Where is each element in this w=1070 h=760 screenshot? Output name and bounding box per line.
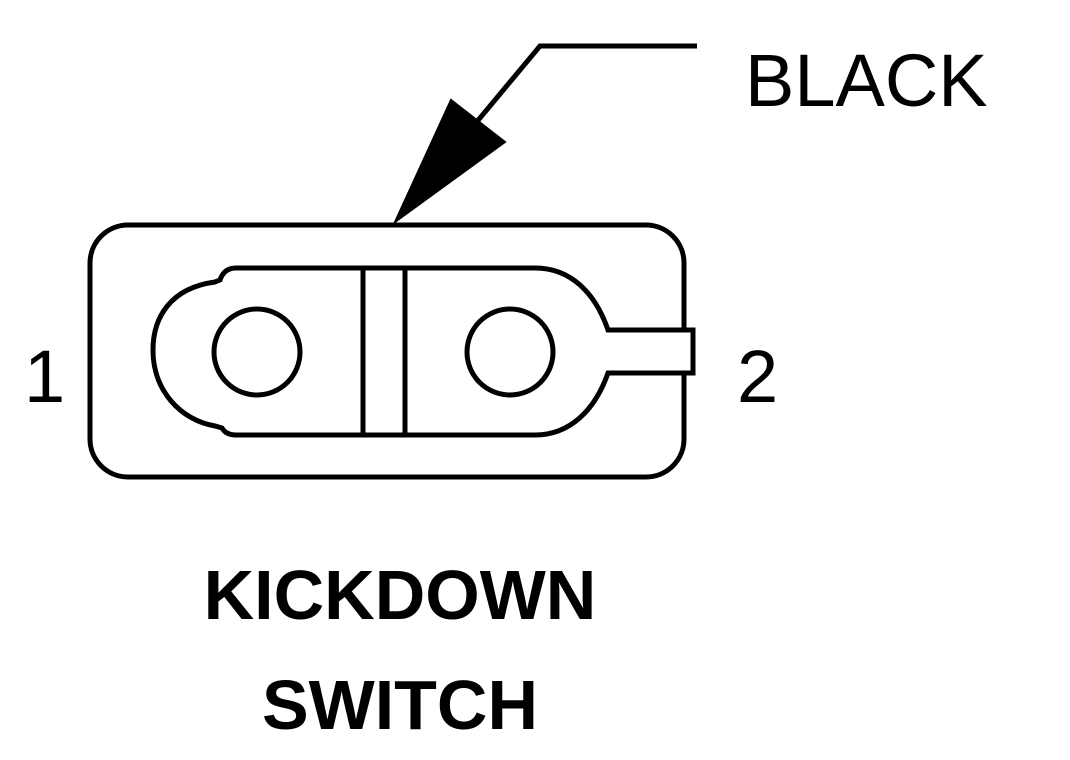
pin-1-cavity: [211, 306, 303, 398]
leader-line: [468, 43, 697, 132]
wire-color-label: BLACK: [745, 39, 988, 122]
center-divider: [360, 265, 408, 438]
pin-1-label: 1: [24, 335, 66, 418]
pin-2-cavity: [464, 306, 556, 398]
title-line-1: KICKDOWN: [203, 556, 597, 634]
title-line-2: SWITCH: [261, 666, 539, 744]
leader-arrowhead: [392, 98, 507, 226]
pin-2-label: 2: [737, 335, 779, 418]
